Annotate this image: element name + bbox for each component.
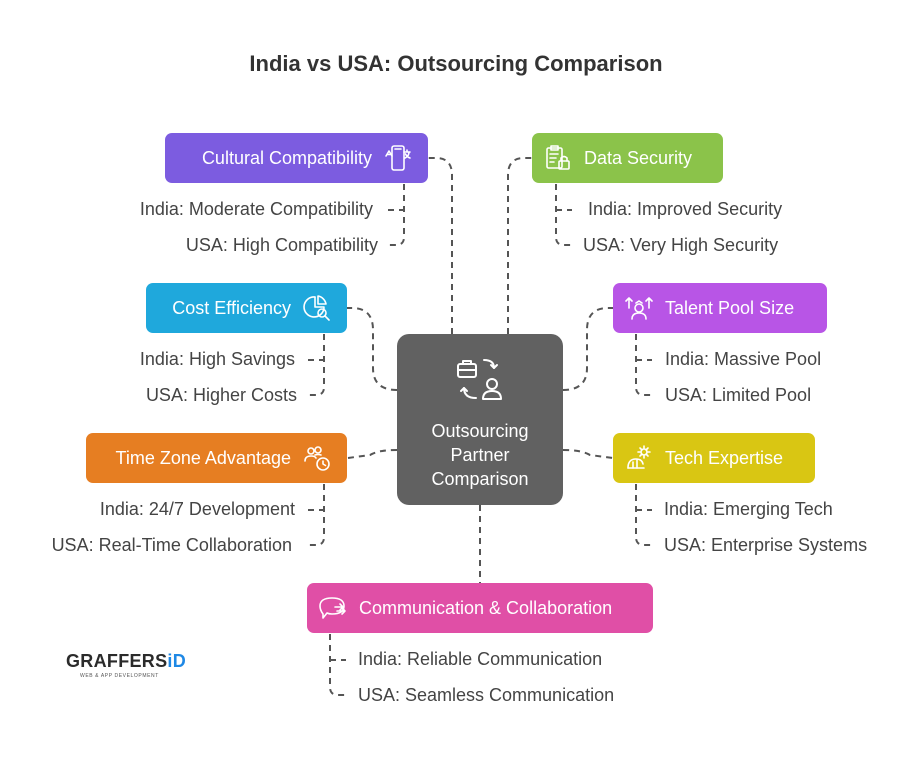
cultural-usa-item: USA: High Compatibility [185, 235, 378, 255]
tech-india-item: India: Emerging Tech [664, 499, 833, 519]
cost-efficiency-box: Cost Efficiency [146, 283, 347, 333]
security-usa-item: USA: Very High Security [583, 235, 779, 255]
communication-usa-item: USA: Seamless Communication [358, 685, 615, 705]
diagram-title: India vs USA: Outsourcing Comparison [249, 51, 663, 76]
pie-chart-search-icon [303, 294, 331, 322]
communication-india-item: India: Reliable Communication [358, 649, 603, 669]
talent-pool-box: Talent Pool Size [613, 283, 827, 333]
data-security-label: Data Security [584, 147, 693, 168]
graffersid-logo: GRAFFERSiD WEB & APP DEVELOPMENT [66, 651, 186, 683]
cultural-compatibility-box: Cultural Compatibility [165, 133, 428, 183]
briefcase-exchange-icon [454, 354, 506, 411]
tech-expertise-label: Tech Expertise [665, 447, 784, 468]
time-zone-label: Time Zone Advantage [115, 447, 291, 468]
logo-tagline: WEB & APP DEVELOPMENT [80, 673, 159, 679]
data-security-box: Data Security [532, 133, 723, 183]
tech-usa-item: USA: Enterprise Systems [664, 535, 868, 555]
time-zone-box: Time Zone Advantage [86, 433, 347, 483]
logo-wordmark: GRAFFERSiD [66, 651, 187, 671]
timezone-india-item: India: 24/7 Development [99, 499, 295, 519]
center-label: Outsourcing Partner Comparison [431, 421, 529, 489]
cost-india-item: India: High Savings [139, 349, 295, 369]
cultural-india-item: India: Moderate Compatibility [139, 199, 373, 219]
cost-usa-item: USA: Higher Costs [145, 385, 297, 405]
cost-efficiency-label: Cost Efficiency [172, 297, 291, 318]
team-clock-icon [303, 444, 331, 472]
center-node: Outsourcing Partner Comparison [397, 334, 563, 505]
chat-bubble-icon [319, 594, 347, 622]
talent-pool-label: Talent Pool Size [665, 297, 795, 318]
clipboard-lock-icon [544, 144, 572, 172]
timezone-usa-item: USA: Real-Time Collaboration [51, 535, 292, 555]
cultural-compatibility-label: Cultural Compatibility [201, 147, 372, 168]
talent-usa-item: USA: Limited Pool [665, 385, 812, 405]
talent-india-item: India: Massive Pool [665, 349, 822, 369]
person-growth-icon [625, 294, 653, 322]
communication-box: Communication & Collaboration [307, 583, 653, 633]
tech-expertise-box: Tech Expertise [613, 433, 815, 483]
security-india-item: India: Improved Security [588, 199, 783, 219]
communication-label: Communication & Collaboration [359, 597, 613, 618]
gear-worker-icon [625, 444, 653, 472]
translate-phone-icon [384, 144, 412, 172]
